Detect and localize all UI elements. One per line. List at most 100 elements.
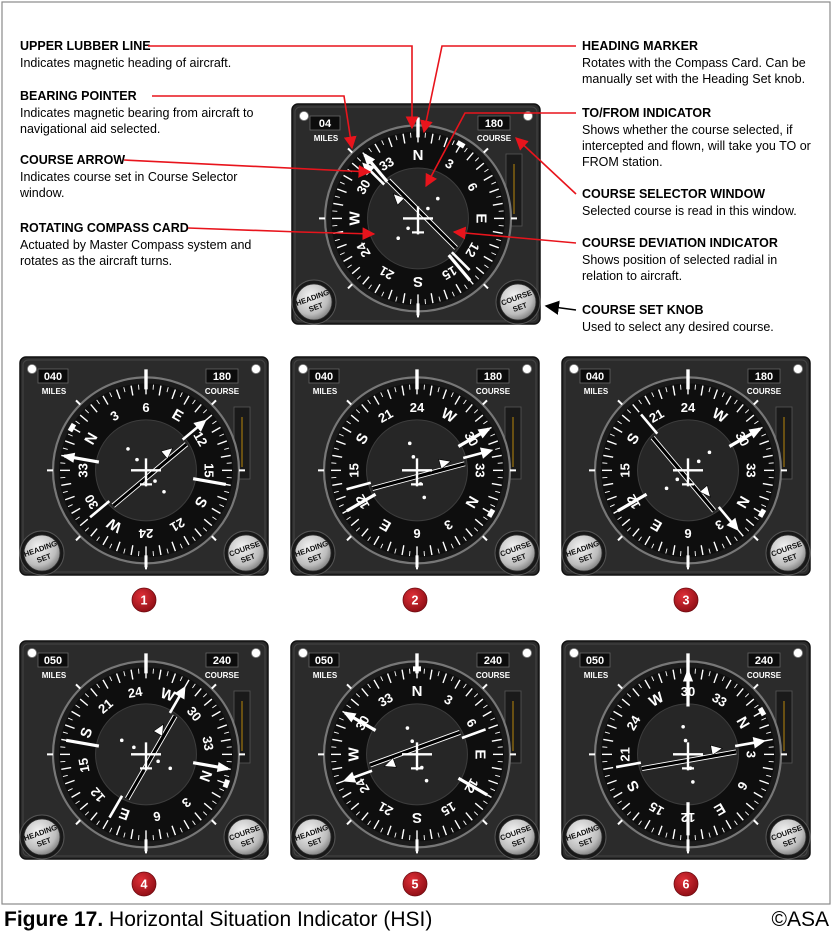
compass-tick bbox=[179, 543, 183, 549]
aircraft-symbol bbox=[131, 458, 161, 487]
compass-tick bbox=[123, 832, 126, 838]
leader-course-deviation-indicator bbox=[452, 226, 577, 244]
compass-tick bbox=[79, 414, 89, 423]
callout-description: rotates as the aircraft turns. bbox=[20, 254, 172, 268]
compass-tick bbox=[171, 541, 177, 552]
compass-tick bbox=[754, 516, 759, 521]
callout-description: Indicates magnetic heading of aircraft. bbox=[20, 56, 231, 70]
compass-tick bbox=[626, 409, 632, 414]
knob-face bbox=[498, 534, 536, 572]
compass-tick bbox=[621, 414, 631, 423]
compass-tick bbox=[721, 676, 725, 682]
compass-tick bbox=[332, 482, 343, 486]
compass-tick bbox=[394, 548, 397, 554]
miles-display bbox=[37, 368, 69, 384]
knob-face bbox=[227, 818, 265, 856]
compass-tick bbox=[651, 827, 655, 833]
compass-tick bbox=[380, 827, 384, 833]
compass-number: 21 bbox=[618, 747, 633, 761]
compass-tick bbox=[171, 389, 177, 400]
knob-face bbox=[294, 534, 332, 572]
compass-tick bbox=[84, 811, 90, 816]
compass-tick bbox=[71, 791, 81, 798]
miles-caption: MILES bbox=[314, 134, 339, 143]
compass-tick bbox=[657, 673, 663, 684]
compass-tick bbox=[96, 536, 100, 542]
compass-tick bbox=[109, 392, 113, 398]
compass-number: 24 bbox=[138, 526, 153, 541]
deviation-dot bbox=[410, 739, 415, 744]
compass-tick bbox=[67, 504, 73, 508]
course-arrow-tail bbox=[615, 761, 642, 769]
compass-tick bbox=[483, 704, 488, 709]
course-arrow-tail bbox=[640, 413, 659, 435]
course-deviation-indicator bbox=[387, 179, 458, 250]
compass-tick bbox=[736, 688, 744, 697]
bezel-index bbox=[482, 535, 488, 542]
compass-tick bbox=[488, 724, 499, 730]
compass-ticks bbox=[60, 384, 232, 557]
compass-tick bbox=[130, 545, 134, 556]
knob-face bbox=[769, 534, 807, 572]
compass-tick bbox=[491, 482, 502, 486]
compass-number: S bbox=[412, 809, 422, 826]
compass-tick bbox=[166, 832, 169, 838]
compass-tick bbox=[766, 731, 772, 734]
compass-tick bbox=[442, 825, 448, 836]
callout-title: COURSE SELECTOR WINDOW bbox=[582, 187, 765, 201]
compass-tick bbox=[90, 404, 98, 413]
course-caption: COURSE bbox=[205, 671, 240, 680]
deviation-dot bbox=[406, 226, 410, 231]
course-display bbox=[747, 368, 781, 384]
compass-tick bbox=[361, 528, 369, 537]
panel-screw bbox=[251, 364, 261, 374]
compass-tick bbox=[613, 426, 623, 433]
callout-title: COURSE ARROW bbox=[20, 153, 125, 167]
compass-tick bbox=[202, 811, 208, 816]
compass-tick bbox=[430, 133, 434, 144]
callout-title: BEARING POINTER bbox=[20, 89, 137, 103]
compass-tick bbox=[759, 779, 770, 785]
course-arrow-tail bbox=[450, 251, 471, 271]
compass-tick bbox=[496, 238, 502, 242]
compass-tick bbox=[212, 704, 217, 709]
bezel-index bbox=[75, 683, 81, 690]
compass-tick bbox=[347, 264, 352, 269]
compass-tick bbox=[606, 779, 617, 785]
figure-frame bbox=[1, 1, 831, 905]
compass-tick bbox=[464, 147, 468, 153]
compass-tick bbox=[395, 135, 398, 141]
compass-tick bbox=[708, 387, 711, 393]
course-caption: COURSE bbox=[747, 387, 782, 396]
leader-lines bbox=[123, 45, 577, 315]
compass-tick bbox=[75, 420, 80, 425]
compass-tick bbox=[700, 545, 704, 556]
compass-tick bbox=[708, 548, 711, 554]
compass-tick bbox=[96, 820, 100, 826]
compass-tick bbox=[158, 669, 162, 680]
panel-screw bbox=[299, 111, 309, 121]
compass-tick bbox=[130, 829, 134, 840]
compass-tick bbox=[759, 724, 770, 730]
compass-tick bbox=[343, 174, 353, 182]
panel-bevel bbox=[294, 106, 538, 322]
compass-tick bbox=[613, 791, 623, 798]
compass-tick bbox=[651, 392, 655, 398]
compass-tick bbox=[766, 774, 772, 778]
bezel-index bbox=[483, 283, 489, 290]
compass-tick bbox=[438, 135, 441, 141]
compass-tick bbox=[437, 671, 440, 677]
panel-bevel bbox=[564, 359, 808, 573]
compass-tick bbox=[463, 683, 467, 689]
bezel-index bbox=[617, 399, 623, 406]
compass-tick bbox=[638, 536, 642, 542]
compass-tick bbox=[734, 536, 738, 542]
hsi-instrument: 040MILES180COURSEN36E1215S2124W3033HEADI… bbox=[561, 356, 811, 576]
compass-tick bbox=[744, 693, 750, 698]
